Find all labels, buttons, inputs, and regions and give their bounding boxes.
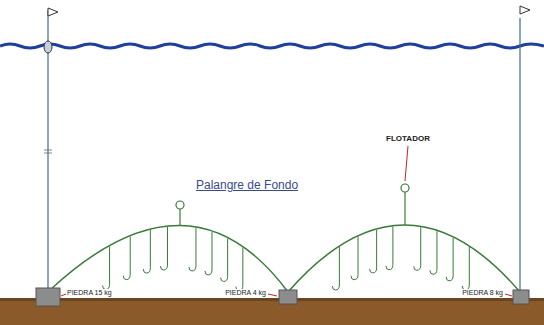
line-mark [44,153,52,154]
float-line [179,209,180,225]
stone-label: PIEDRA 8 kg [461,289,504,296]
hook [221,238,228,281]
line-mark [44,150,52,151]
float [401,184,409,192]
hook [386,227,393,270]
stone-label: PIEDRA 4 kg [224,289,267,296]
mainline [288,225,520,292]
hook [123,237,130,280]
sea-surface [0,44,544,48]
stone [513,290,529,304]
float [176,201,184,209]
hook [160,227,167,270]
hook [143,230,150,273]
leader-line [268,294,277,296]
hook [332,247,339,290]
diagram-title: Palangre de Fondo [196,178,298,192]
flag [48,8,58,16]
float-line [404,192,405,225]
leader-line [405,146,408,181]
hook [189,228,196,271]
mainline [50,225,288,292]
hook [430,231,437,274]
stone-label: PIEDRA 15 kg [66,289,113,296]
float-label: FLOTADOR [385,134,431,143]
stone [279,290,297,304]
surface-buoy [44,41,52,53]
leader-line [505,294,512,296]
seabed [0,298,544,325]
hook [236,248,243,291]
hooks [103,227,470,291]
stone [36,288,60,306]
hook [205,232,212,275]
flag [520,6,530,14]
hook [462,247,469,290]
hook [370,230,377,273]
buoy-line [519,18,520,292]
hook [351,237,358,280]
hook [103,246,110,289]
hook [414,227,421,270]
hook [446,238,453,281]
seabed-edge [0,298,544,301]
